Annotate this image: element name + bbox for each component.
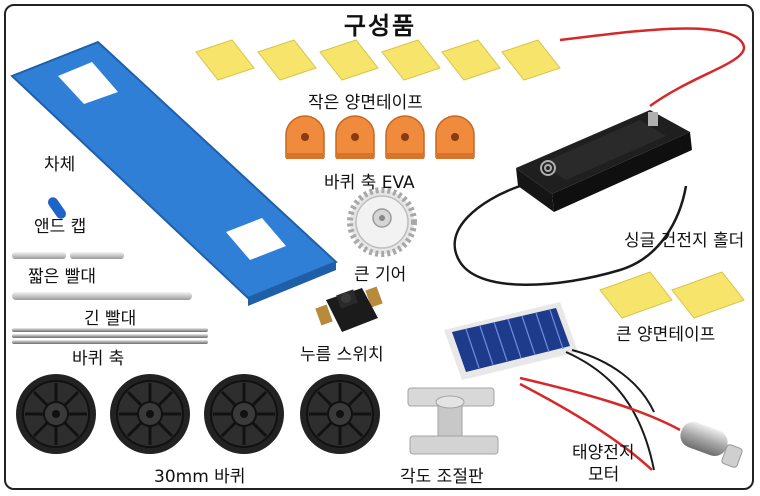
label-wheel-axle: 바퀴 축 xyxy=(72,349,125,369)
label-wheel-30mm: 30mm 바퀴 xyxy=(154,467,246,487)
label-long-straw: 긴 빨대 xyxy=(84,309,137,329)
label-chassis: 차체 xyxy=(44,155,76,175)
label-end-cap: 앤드 캡 xyxy=(34,217,87,237)
end-cap xyxy=(47,197,67,219)
angle-plate xyxy=(407,387,499,455)
label-angle-plate: 각도 조절판 xyxy=(400,467,484,487)
small-tape-group xyxy=(195,39,561,81)
label-big-gear: 큰 기어 xyxy=(354,265,407,285)
chassis-plate xyxy=(10,40,338,306)
label-battery-holder: 싱글 건전지 홀더 xyxy=(624,231,745,251)
label-solar-motor-line2: 모터 xyxy=(588,465,620,485)
push-switch xyxy=(315,286,383,332)
big-gear xyxy=(347,187,417,257)
label-short-straw: 짧은 빨대 xyxy=(28,267,96,287)
wheel-group xyxy=(14,372,382,456)
label-push-switch: 누름 스위치 xyxy=(300,345,384,365)
wheel-axles xyxy=(12,328,208,344)
page-title: 구성품 xyxy=(343,12,417,40)
label-wheel-eva: 바퀴 축 EVA xyxy=(324,173,415,193)
label-small-tape: 작은 양면테이프 xyxy=(308,93,423,113)
solar-cell xyxy=(444,302,681,471)
label-solar-motor-line1: 태양전지 xyxy=(572,443,635,463)
wheel-eva-group xyxy=(285,115,475,160)
label-big-tape: 큰 양면테이프 xyxy=(616,325,716,345)
big-tape-group xyxy=(599,271,745,319)
short-straws xyxy=(12,252,124,259)
battery-holder xyxy=(453,27,746,286)
motor xyxy=(680,421,743,468)
long-straw xyxy=(12,292,192,300)
